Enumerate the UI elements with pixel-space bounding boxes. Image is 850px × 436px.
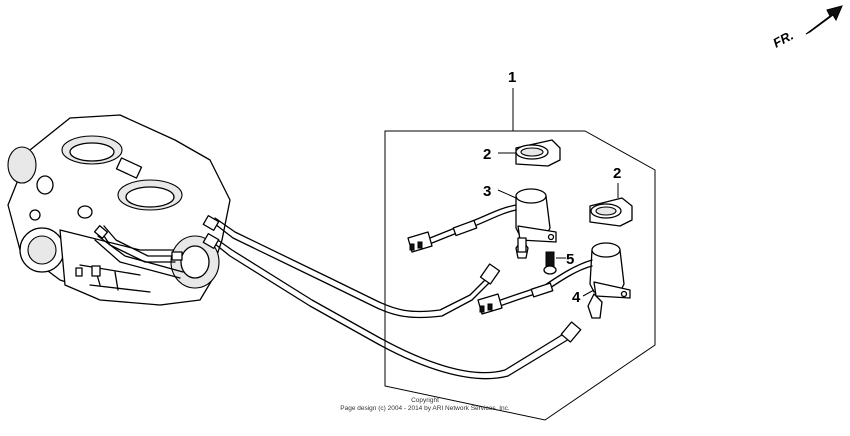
solenoid-valve-lower xyxy=(477,242,631,319)
solenoid-valve-upper xyxy=(407,188,557,259)
bolt xyxy=(543,251,566,275)
clamp-bracket-right xyxy=(589,183,633,227)
vacuum-hoses xyxy=(93,215,582,380)
callout-labels: 1 2 2 3 4 5 xyxy=(483,69,621,306)
fr-label: FR. xyxy=(770,28,796,51)
copyright-line-1: Copyright xyxy=(411,397,439,404)
callout-4: 4 xyxy=(572,289,581,306)
callout-3: 3 xyxy=(483,183,491,200)
copyright-line-2: Page design (c) 2004 - 2014 by ARI Netwo… xyxy=(340,405,510,412)
clamp-bracket-upper xyxy=(498,139,561,167)
callout-2-upper: 2 xyxy=(483,146,491,163)
callout-2-right: 2 xyxy=(613,165,621,182)
copyright-footer: Copyright Page design (c) 2004 - 2014 by… xyxy=(340,397,510,412)
throttle-body-assembly xyxy=(7,114,231,306)
fr-arrow-icon xyxy=(805,5,843,35)
parts-group-frame xyxy=(384,88,656,421)
front-direction-indicator: FR. xyxy=(770,5,843,51)
callout-1: 1 xyxy=(508,69,516,86)
callout-5: 5 xyxy=(566,251,574,268)
